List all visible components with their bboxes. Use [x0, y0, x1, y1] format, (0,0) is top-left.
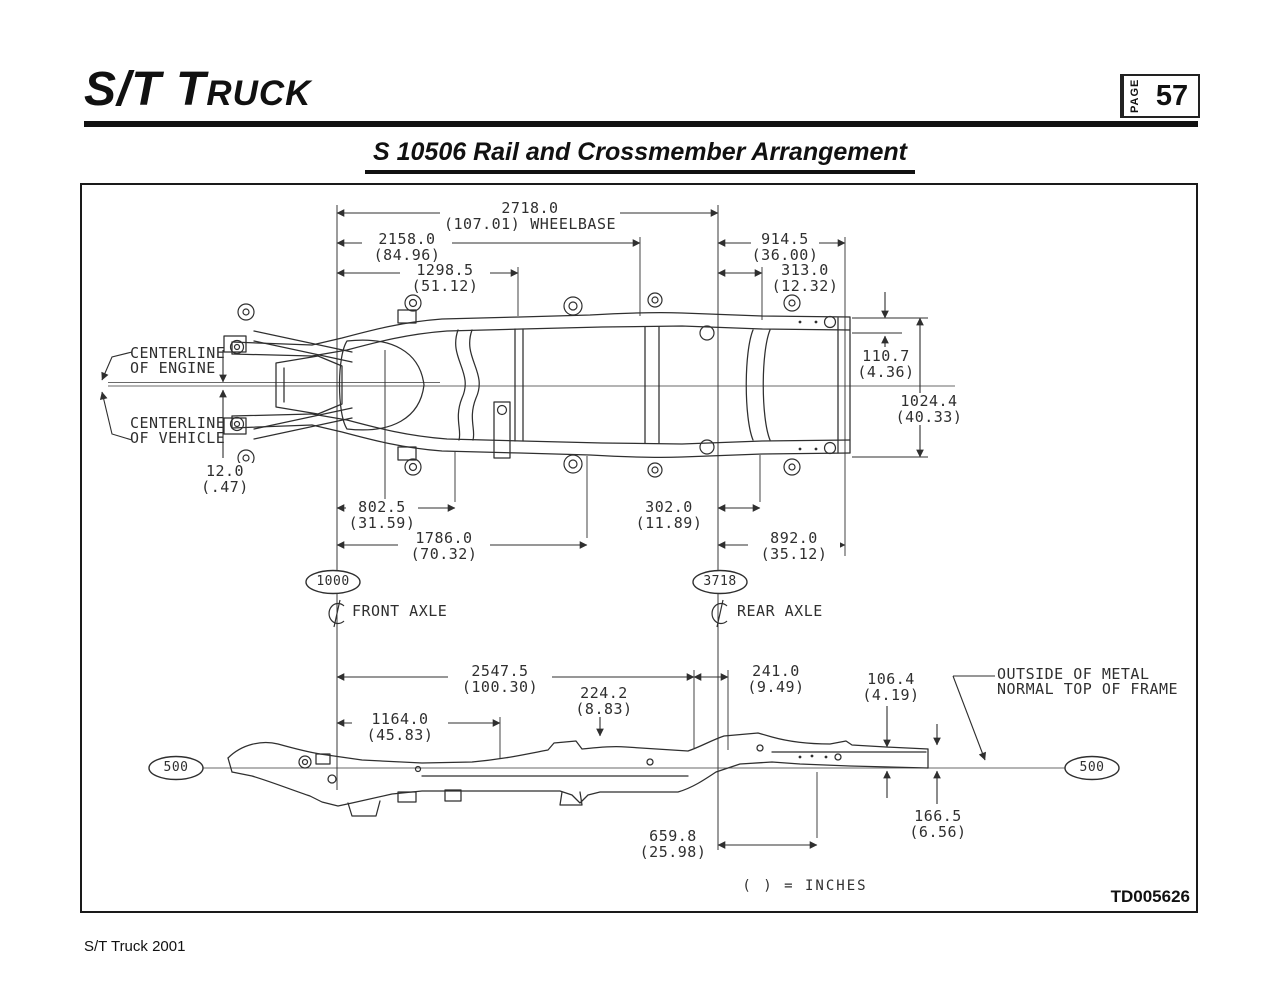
- dim-110: 110.7 (4.36): [854, 348, 918, 380]
- logo-small: RUCK: [206, 74, 312, 113]
- dim-mm: 224.2: [580, 684, 628, 702]
- dim-659: 659.8 (25.98): [638, 828, 708, 860]
- dim-inch: (6.56): [909, 823, 967, 841]
- dim-inch: (4.19): [862, 686, 920, 704]
- dim-mm: 659.8: [649, 827, 697, 845]
- extension-lines: [454, 237, 928, 838]
- front-axle-label: FRONT AXLE: [352, 602, 448, 620]
- dim-mm: 313.0: [781, 261, 829, 279]
- header-rule: [84, 121, 1198, 127]
- dim-inch: (36.00): [751, 246, 819, 264]
- station-rear-plan: 3718: [703, 574, 737, 589]
- dim-2547: 2547.5 (100.30): [448, 663, 552, 695]
- dim-inch: (25.98): [639, 843, 707, 861]
- axle-datum-lines: [336, 205, 719, 850]
- logo-main: S/T T: [84, 63, 207, 116]
- dim-166: 166.5 (6.56): [903, 808, 973, 840]
- page-label: PAGE: [1122, 76, 1146, 116]
- dim-2158: 2158.0 (84.96): [362, 231, 452, 263]
- dim-inch: (100.30): [461, 678, 539, 696]
- outside-metal-label: OUTSIDE OF METAL NORMAL TOP OF FRAME: [997, 665, 1179, 698]
- units-legend: ( ) = INCHES: [742, 878, 868, 894]
- drawing-number: TD005626: [1110, 887, 1190, 906]
- frame-plan-view: [223, 309, 851, 461]
- dim-1024: 1024.4 (40.33): [890, 393, 968, 425]
- dim-inch: (12.32): [771, 277, 839, 295]
- frame-line-art: [99, 205, 1120, 850]
- rear-axle-label: REAR AXLE: [737, 602, 823, 620]
- dim-12: 12.0 (.47): [196, 463, 254, 495]
- dim-mm: 241.0: [752, 662, 800, 680]
- page-title: S/T TRUCK: [84, 62, 311, 117]
- dim-302: 302.0 (11.89): [630, 499, 708, 531]
- footer-text: S/T Truck 2001: [84, 938, 186, 955]
- station-side-right: 500: [1079, 760, 1105, 775]
- dim-inch: (8.83): [575, 700, 633, 718]
- dim-inch: (107.01): [443, 215, 521, 233]
- dim-inch: (9.49): [747, 678, 805, 696]
- dim-inch: (45.83): [366, 726, 434, 744]
- page-number-box: PAGE 57: [1120, 74, 1200, 118]
- frame-plan-holes: [229, 292, 837, 478]
- dim-mm: 914.5: [761, 230, 809, 248]
- station-front-plan: 1000: [316, 574, 350, 589]
- section-title-wrap: S 10506 Rail and Crossmember Arrangement: [0, 138, 1280, 174]
- dim-1786: 1786.0 (70.32): [398, 530, 490, 562]
- dim-mm: 802.5: [358, 498, 406, 516]
- dim-note: WHEELBASE: [530, 215, 617, 233]
- dim-mm: 2718.0: [501, 199, 559, 217]
- dim-inch: (.47): [201, 478, 249, 496]
- dim-mm: 110.7: [862, 347, 910, 365]
- dim-mm: 166.5: [914, 807, 962, 825]
- diagram-border: [80, 183, 1198, 913]
- dim-224: 224.2 (8.83): [566, 685, 642, 717]
- frame-side-view: [227, 732, 929, 817]
- dim-313: 313.0 (12.32): [768, 262, 842, 294]
- dim-mm: 2547.5: [471, 662, 529, 680]
- centerline-vehicle-label: CENTERLINE OF VEHICLE: [130, 414, 226, 447]
- dim-inch: (4.36): [857, 363, 915, 381]
- dim-inch: (11.89): [635, 514, 703, 532]
- centerline-engine-label: CENTERLINE OF ENGINE: [130, 344, 226, 377]
- station-ovals: [148, 569, 1120, 781]
- dim-241: 241.0 (9.49): [740, 663, 812, 695]
- dim-106: 106.4 (4.19): [858, 671, 924, 703]
- station-side-left: 500: [163, 760, 189, 775]
- dim-mm: 12.0: [205, 462, 245, 480]
- dim-mm: 1024.4: [900, 392, 958, 410]
- dim-mm: 2158.0: [378, 230, 436, 248]
- dim-inch: (40.33): [895, 408, 963, 426]
- dim-1164: 1164.0 (45.83): [352, 711, 448, 743]
- centerline-symbol-icon: [328, 599, 728, 628]
- dim-inch: (51.12): [411, 277, 479, 295]
- dim-mm: 302.0: [645, 498, 693, 516]
- dim-892: 892.0 (35.12): [748, 530, 840, 562]
- dim-mm: 892.0: [770, 529, 818, 547]
- dimension-lines: [219, 209, 941, 849]
- dim-inch: (84.96): [373, 246, 441, 264]
- dim-inch: (31.59): [348, 514, 416, 532]
- dim-mm: 1786.0: [415, 529, 473, 547]
- dim-914: 914.5 (36.00): [751, 231, 819, 263]
- dim-inch: (35.12): [760, 545, 828, 563]
- dim-inch: (70.32): [410, 545, 478, 563]
- dim-1298: 1298.5 (51.12): [400, 262, 490, 294]
- page-number: 57: [1155, 79, 1189, 112]
- section-title: S 10506 Rail and Crossmember Arrangement: [364, 138, 915, 174]
- dim-mm: 1298.5: [416, 261, 474, 279]
- dim-802: 802.5 (31.59): [346, 499, 418, 531]
- dim-mm: 106.4: [867, 670, 915, 688]
- dim-wheelbase: 2718.0 (107.01) WHEELBASE: [440, 200, 620, 232]
- leader-lines: [99, 351, 995, 761]
- dim-mm: 1164.0: [371, 710, 429, 728]
